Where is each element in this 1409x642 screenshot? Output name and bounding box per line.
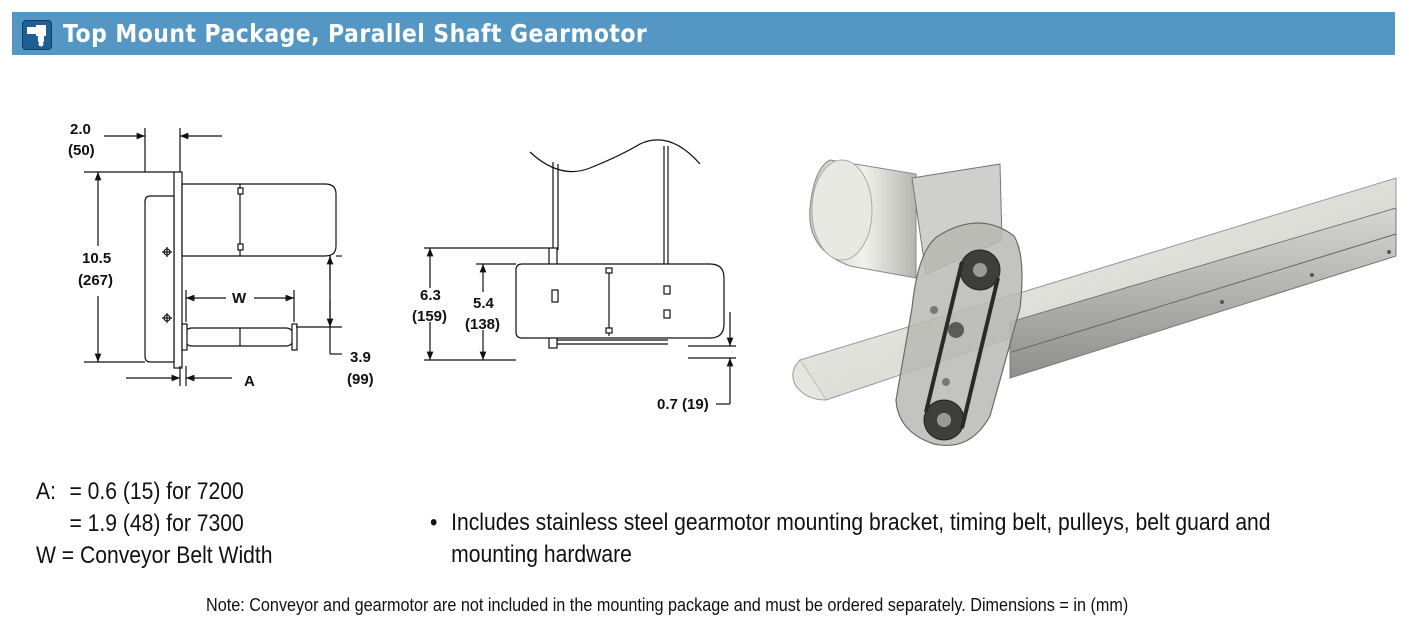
section-header: Top Mount Package, Parallel Shaft Gearmo… bbox=[12, 12, 1395, 55]
legend-w-line: W = Conveyor Belt Width bbox=[36, 542, 273, 569]
dim-bottom-value: 0.7 (19) bbox=[657, 396, 709, 413]
legend-a-value-2: = 1.9 (48) for 7300 bbox=[69, 510, 244, 537]
legend-a-value-1: = 0.6 (15) for 7200 bbox=[69, 478, 244, 505]
legend-a-label: A: bbox=[36, 478, 56, 505]
dim-right-value: 3.9 bbox=[350, 349, 371, 366]
legend: A: = 0.6 (15) for 7200 = 1.9 (48) for 730… bbox=[36, 476, 273, 572]
bullet-dot: • bbox=[430, 509, 438, 536]
gearmotor-package-icon bbox=[22, 20, 52, 50]
footnote: Note: Conveyor and gearmotor are not inc… bbox=[206, 595, 1129, 615]
dim-inner-mm: (138) bbox=[465, 316, 500, 333]
end-view-drawing bbox=[424, 139, 736, 405]
dim-height-value: 10.5 bbox=[82, 250, 111, 267]
gearmotor-photo bbox=[792, 159, 1397, 446]
side-view-drawing bbox=[84, 128, 342, 386]
dim-w-label: W bbox=[232, 290, 247, 307]
dim-height-mm: (267) bbox=[78, 272, 113, 289]
feature-bullet: • Includes stainless steel gearmotor mou… bbox=[430, 507, 1275, 571]
dim-inner-value: 5.4 bbox=[473, 295, 495, 312]
dimension-drawings: 2.0 (50) 10.5 (267) W A 3.9 (99) bbox=[68, 121, 1397, 446]
dim-outer-value: 6.3 bbox=[420, 287, 441, 304]
section-title: Top Mount Package, Parallel Shaft Gearmo… bbox=[63, 19, 648, 48]
bullet-text: Includes stainless steel gearmotor mount… bbox=[451, 509, 1271, 568]
dim-top-value: 2.0 bbox=[70, 121, 91, 138]
dim-a-label: A bbox=[244, 373, 255, 390]
dim-outer-mm: (159) bbox=[412, 308, 447, 325]
dim-top-mm: (50) bbox=[68, 142, 95, 159]
dim-right-mm: (99) bbox=[347, 371, 374, 388]
